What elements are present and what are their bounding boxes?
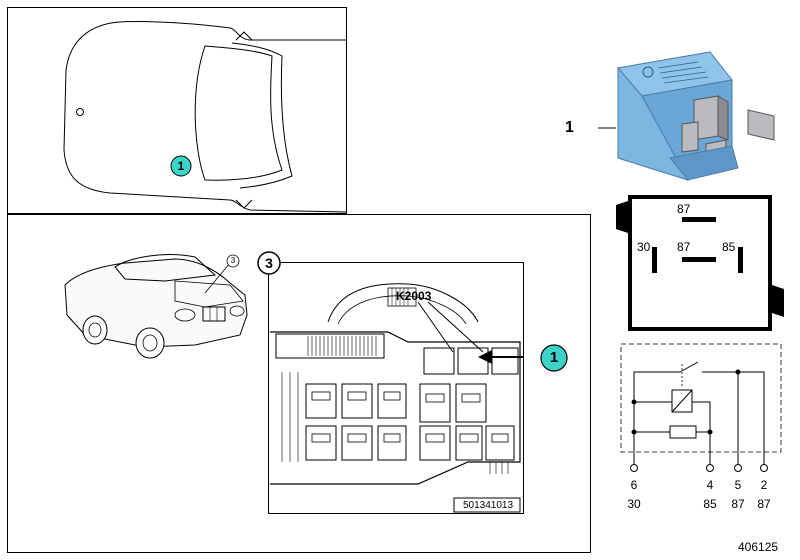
pin-top-label: 87: [677, 202, 691, 216]
pin-right-label: 85: [722, 240, 736, 254]
pin-mid-label: 87: [677, 240, 691, 254]
schematic-terminal-label: 87: [731, 497, 745, 511]
relay-part-label: 1: [565, 119, 574, 136]
schematic-pin-number: 5: [734, 478, 742, 492]
detail-panel: [7, 214, 591, 553]
schematic-pin-number: 2: [760, 478, 768, 492]
pin-bar-mid-87: [682, 257, 716, 262]
part-number-label: 501341013: [462, 500, 514, 511]
car-callout-number: 3: [230, 256, 236, 265]
schematic-pin-number: 4: [706, 478, 714, 492]
relay-part-image: [598, 51, 775, 181]
schematic-terminal-label: 87: [757, 497, 771, 511]
pin-face-diagram: [616, 195, 784, 331]
wiring-schematic: [620, 343, 782, 472]
fuse-box-drawing: [270, 283, 524, 513]
top-callout-bubble: [170, 155, 192, 177]
inset-label-badge: [257, 251, 281, 275]
car-perspective-sketch: [64, 254, 248, 359]
pin-bar-left-30: [652, 247, 657, 273]
diagram-id: 406125: [738, 540, 779, 554]
pin-bar-right-85: [738, 247, 743, 273]
schematic-pin-number: 6: [630, 478, 638, 492]
relay-code-label: K2003: [396, 289, 432, 303]
schematic-terminal-label: 30: [627, 497, 641, 511]
detail-callout-bubble: [540, 344, 568, 372]
inset-label-number: 3: [265, 255, 273, 271]
top-view-panel: [7, 7, 347, 214]
schematic-terminal-label: 85: [703, 497, 717, 511]
detail-callout-number: 1: [549, 349, 559, 366]
top-callout-number: 1: [177, 159, 185, 173]
pin-bar-top-87: [682, 217, 716, 222]
pin-left-label: 30: [637, 240, 651, 254]
top-view-car-outline: [63, 20, 347, 213]
